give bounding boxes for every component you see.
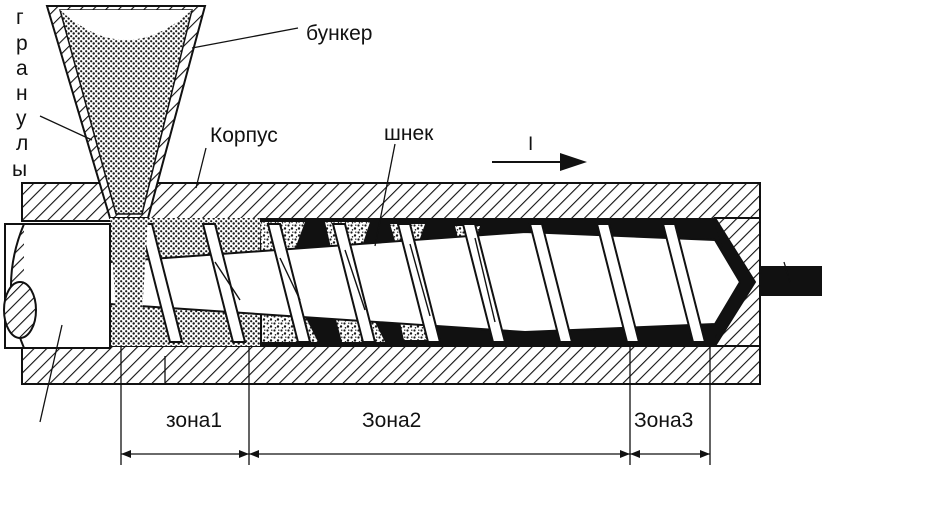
label-granules-3: а bbox=[16, 57, 28, 80]
drive-shaft bbox=[3, 223, 111, 349]
label-body: Корпус bbox=[210, 124, 278, 147]
label-hopper: бункер bbox=[306, 22, 372, 45]
screw bbox=[109, 223, 742, 343]
label-granules-6: л bbox=[16, 132, 28, 155]
hopper bbox=[45, 5, 207, 346]
label-direction: I bbox=[528, 134, 533, 155]
label-zone1: зона1 bbox=[166, 409, 222, 432]
label-granules-7: ы bbox=[12, 158, 27, 181]
label-granules-2: р bbox=[16, 32, 28, 55]
label-granules-5: у bbox=[16, 107, 27, 130]
label-granules-4: н bbox=[16, 82, 28, 105]
extrudate bbox=[760, 266, 822, 296]
zone-dimensions bbox=[120, 346, 711, 465]
label-screw: шнек bbox=[384, 122, 434, 145]
label-granules-1: г bbox=[16, 6, 24, 29]
flow-arrow bbox=[492, 153, 587, 171]
leader-lines bbox=[39, 27, 791, 423]
label-zone3: Зона3 bbox=[634, 409, 693, 432]
label-zone2: Зона2 bbox=[362, 409, 421, 432]
diagram-labels: г р а н у л ы бункер Корпус шнек I зона1… bbox=[12, 6, 693, 432]
